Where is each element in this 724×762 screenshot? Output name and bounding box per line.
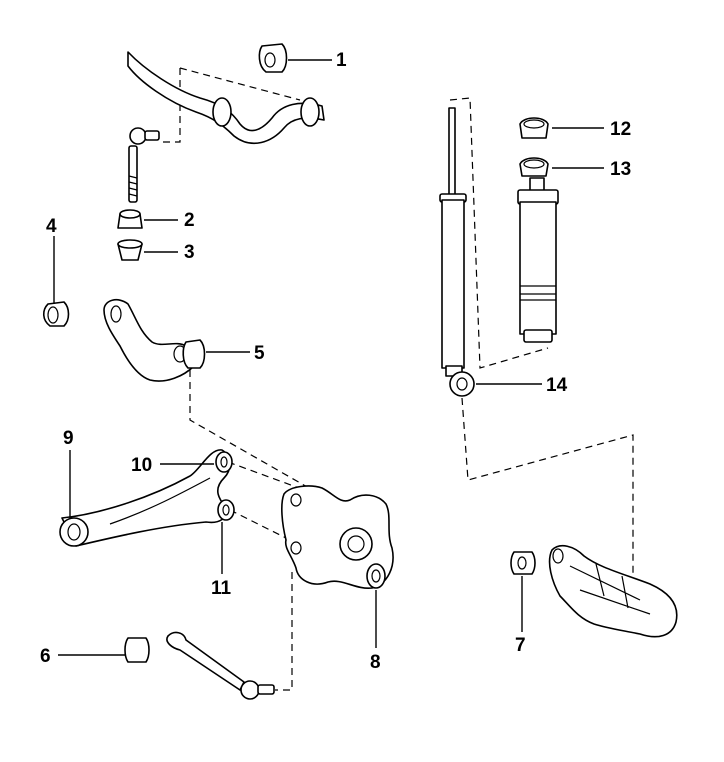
part-12-bushing	[519, 117, 549, 139]
callout-9: 9	[63, 428, 74, 449]
upper-control-arm	[103, 298, 195, 382]
callout-2: 2	[184, 210, 195, 231]
callout-5: 5	[254, 343, 265, 364]
part-4-bushing	[42, 301, 70, 327]
callout-4: 4	[46, 216, 57, 237]
part-7-bushing	[510, 551, 536, 575]
part-5-bushing	[182, 339, 206, 369]
callout-11: 11	[211, 578, 232, 599]
callout-13: 13	[610, 159, 631, 180]
callout-labels: 1 2 3 4 5 6 7 8 9 10 11 12 13 14	[40, 50, 631, 673]
callout-14: 14	[546, 375, 568, 396]
part-3-bushing	[117, 239, 143, 261]
stabilizer-link	[128, 127, 160, 203]
part-6-bushing	[124, 637, 150, 663]
part-10-bushing	[215, 451, 233, 473]
lower-control-arm	[61, 449, 231, 547]
callout-8: 8	[370, 652, 381, 673]
callout-6: 6	[40, 646, 51, 667]
part-11-bushing	[217, 499, 235, 521]
callout-3: 3	[184, 242, 195, 263]
part-1-stabilizer-bushing	[258, 43, 288, 73]
stabilizer-bar	[127, 51, 325, 145]
part-8-bushing	[366, 563, 386, 589]
callout-10: 10	[131, 455, 152, 476]
part-13-bushing	[519, 157, 549, 177]
rear-knuckle	[281, 485, 394, 589]
part-9-bushing	[59, 517, 89, 547]
callout-1: 1	[336, 50, 347, 71]
rear-subframe	[548, 544, 678, 638]
lateral-rod	[166, 631, 275, 700]
shock-absorber	[439, 107, 475, 397]
callout-12: 12	[610, 119, 631, 140]
part-2-bushing	[117, 209, 143, 229]
callout-7: 7	[515, 635, 526, 656]
leader-lines	[53, 59, 604, 656]
assembly-guide-lines	[160, 67, 634, 691]
dust-boot	[517, 177, 559, 343]
